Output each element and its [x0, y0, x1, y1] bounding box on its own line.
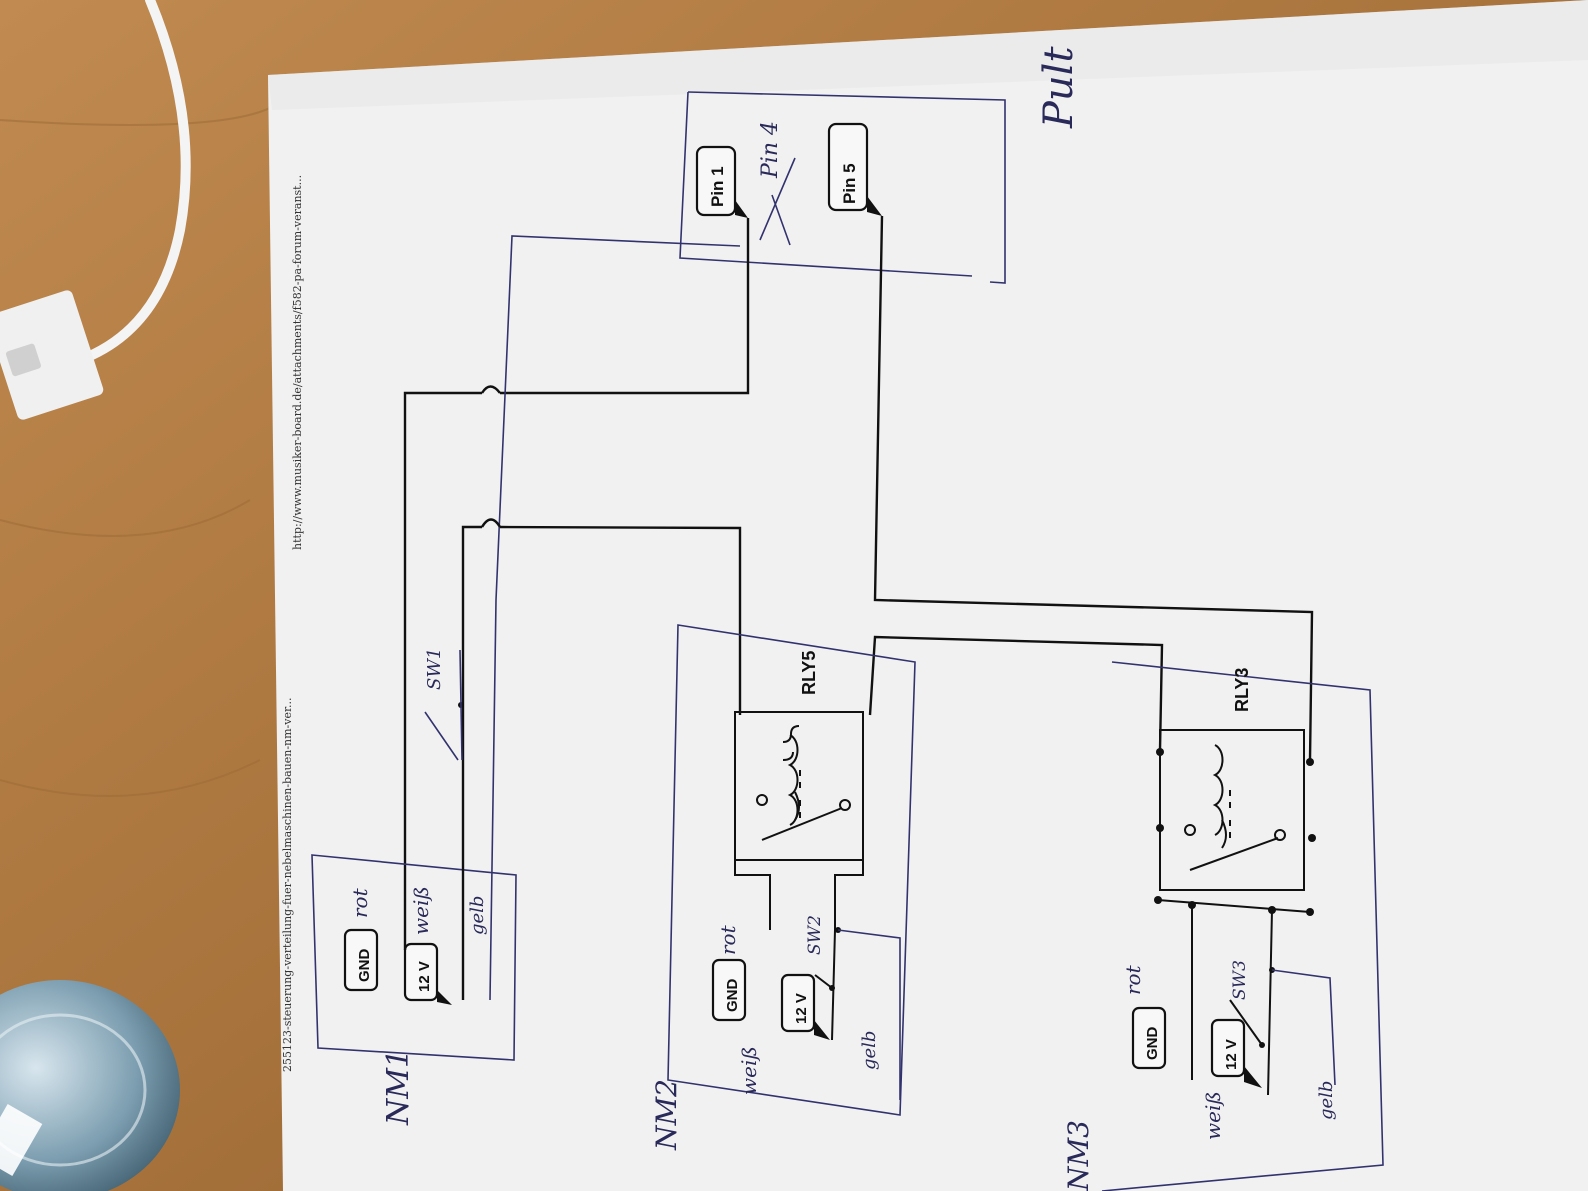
svg-text:SW3: SW3 [1230, 960, 1250, 1000]
wiring [403, 215, 1314, 1001]
nm3-switch: SW3 [1229, 960, 1336, 1086]
nm3-wire-sig: gelb [1316, 1081, 1337, 1120]
nm2-wire-gnd: rot [716, 924, 740, 955]
wood-grain [0, 759, 261, 797]
svg-text:SW1: SW1 [424, 648, 445, 690]
nm3-wire-12v: weiß [1201, 1091, 1225, 1140]
nm1-switch: SW1 [424, 648, 464, 761]
pin-1-badge: Pin 1 [695, 145, 748, 218]
nm1-gnd-badge: GND [343, 928, 379, 992]
svg-text:GND: GND [356, 949, 373, 983]
svg-text:GND: GND [1144, 1027, 1161, 1061]
svg-text:Pin 1: Pin 1 [708, 166, 727, 207]
paper-sheet [268, 0, 1588, 1191]
paper-shadow [268, 0, 1588, 110]
nm2-wire-12v: weiß [737, 1046, 761, 1095]
nm2-wire-sig: gelb [859, 1031, 880, 1070]
svg-text:12 V: 12 V [793, 993, 810, 1024]
nm2-switch: SW2 [805, 915, 901, 1100]
nm1-wire-sig: gelb [467, 896, 488, 935]
svg-text:SW2: SW2 [805, 915, 825, 955]
nm3-12v-badge: 12 V [1210, 1018, 1262, 1088]
nm3-label: NM3 [1062, 1120, 1095, 1191]
machine-nm3: NM3 RLY3 GND 12 V [1062, 661, 1384, 1191]
nm1-12v-badge: 12 V [403, 942, 452, 1005]
svg-text:GND: GND [724, 979, 741, 1013]
nm3-wire-gnd: rot [1121, 964, 1145, 995]
nm2-12v-badge: 12 V [780, 973, 830, 1040]
usb-cable [75, 0, 191, 365]
glass-jar [0, 980, 180, 1191]
svg-text:12 V: 12 V [1223, 1039, 1240, 1070]
console-box: Pult Pin 4 Pin 1 Pin 5 [679, 46, 1082, 284]
nm2-gnd-badge: GND [711, 958, 747, 1022]
cable-connector-icon [0, 290, 104, 420]
machine-nm1: NM1 GND 12 V rot weiß gelb SW1 [311, 648, 517, 1126]
nm1-label: NM1 [381, 1049, 416, 1126]
nm1-wire-gnd: rot [348, 887, 372, 918]
nm2-label: NM2 [650, 1079, 683, 1151]
nm3-gnd-badge: GND [1131, 1006, 1167, 1070]
rly3-label: RLY3 [1232, 668, 1252, 712]
machine-nm2: NM2 RLY5 GND 12 V rot weiß gelb SW2 [650, 624, 916, 1151]
print-header-url: http://www.musiker-board.de/attachments/… [291, 175, 304, 550]
nm1-wire-12v: weiß [409, 886, 433, 935]
pin-hand-note: Pin 4 [758, 121, 783, 179]
pin-5-badge: Pin 5 [827, 122, 882, 216]
print-header-title: 255123-steuerung-verteilung-fuer-nebelma… [281, 697, 294, 1072]
svg-text:Pin 5: Pin 5 [840, 163, 859, 204]
svg-text:12 V: 12 V [416, 961, 433, 992]
relay-rly5: RLY5 [734, 651, 864, 930]
wood-grain [0, 499, 251, 537]
console-label: Pult [1036, 46, 1082, 129]
rly5-label: RLY5 [799, 651, 819, 695]
relay-rly3: RLY3 [1154, 668, 1316, 1096]
